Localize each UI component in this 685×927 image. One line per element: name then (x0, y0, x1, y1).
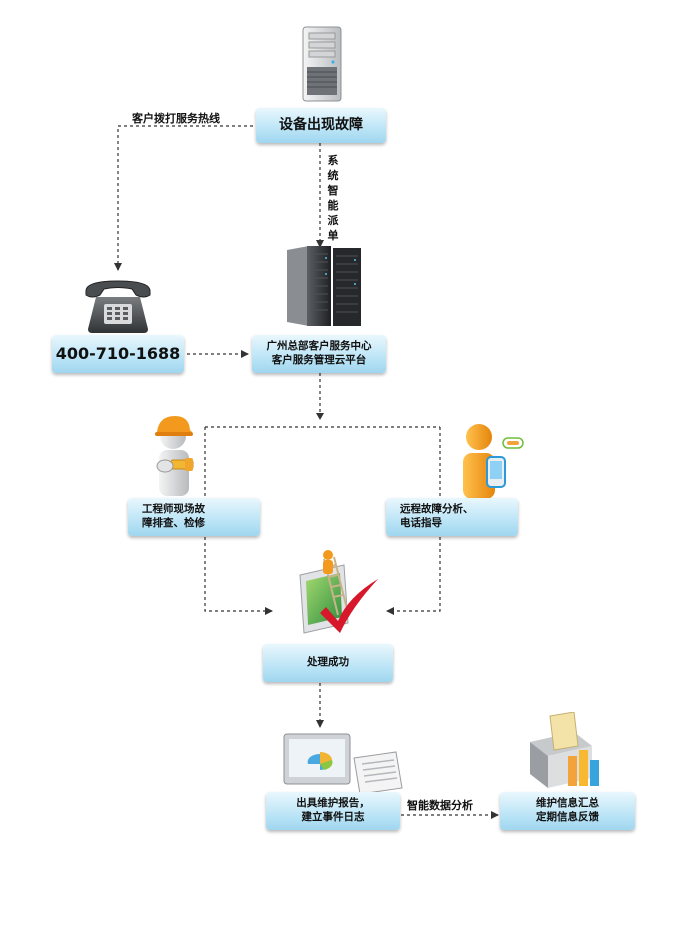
node-success: 处理成功 (263, 644, 393, 682)
node-report-log-line2: 建立事件日志 (301, 811, 365, 823)
server-tower-icon (302, 26, 342, 102)
checkmark-success-icon (299, 550, 378, 634)
edge-label-data-analysis: 智能数据分析 (407, 799, 473, 812)
report-document-icon (283, 733, 403, 795)
info-box-chart-icon (530, 712, 599, 788)
edge-fault-to-hotline (114, 125, 253, 271)
edge-label-auto-dispatch: 系 统 智 能 派 单 (327, 154, 339, 242)
engineer-worker-icon (155, 416, 194, 496)
node-device-fault-label: 设备出现故障 (279, 117, 363, 134)
node-cloud-platform-line1: 广州总部客户服务中心 (266, 340, 372, 353)
node-report-log-line1: 出具维护报告， (296, 797, 370, 810)
node-engineer-onsite-line2: 障排查、检修 (142, 517, 205, 529)
node-engineer-onsite: 工程师现场故 障排查、检修 (128, 498, 260, 536)
node-info-summary-line1: 维护信息汇总 (536, 797, 599, 810)
support-person-phone-icon (463, 424, 524, 499)
node-info-summary: 维护信息汇总 定期信息反馈 (500, 792, 635, 830)
edge-remote-to-success (386, 537, 441, 615)
node-report-log: 出具维护报告， 建立事件日志 (266, 792, 400, 830)
node-remote-support-line2: 电话指导 (400, 517, 442, 529)
node-cloud-platform-line2: 客户服务管理云平台 (271, 354, 367, 366)
node-remote-support-line1: 远程故障分析、 (400, 503, 474, 516)
node-hotline: 400-710-1688 (52, 335, 184, 373)
server-rack-icon (287, 246, 361, 326)
telephone-icon (85, 280, 151, 333)
node-engineer-onsite-line1: 工程师现场故 (142, 503, 205, 516)
edge-label-call-hotline: 客户拨打服务热线 (132, 112, 220, 125)
hotline-number: 400-710-1688 (55, 343, 181, 363)
edge-engineer-to-success (204, 537, 273, 615)
node-cloud-platform: 广州总部客户服务中心 客户服务管理云平台 (252, 335, 386, 373)
node-success-label: 处理成功 (307, 656, 349, 669)
node-device-fault: 设备出现故障 (256, 108, 386, 143)
node-info-summary-line2: 定期信息反馈 (536, 811, 599, 823)
node-remote-support: 远程故障分析、 电话指导 (386, 498, 518, 536)
